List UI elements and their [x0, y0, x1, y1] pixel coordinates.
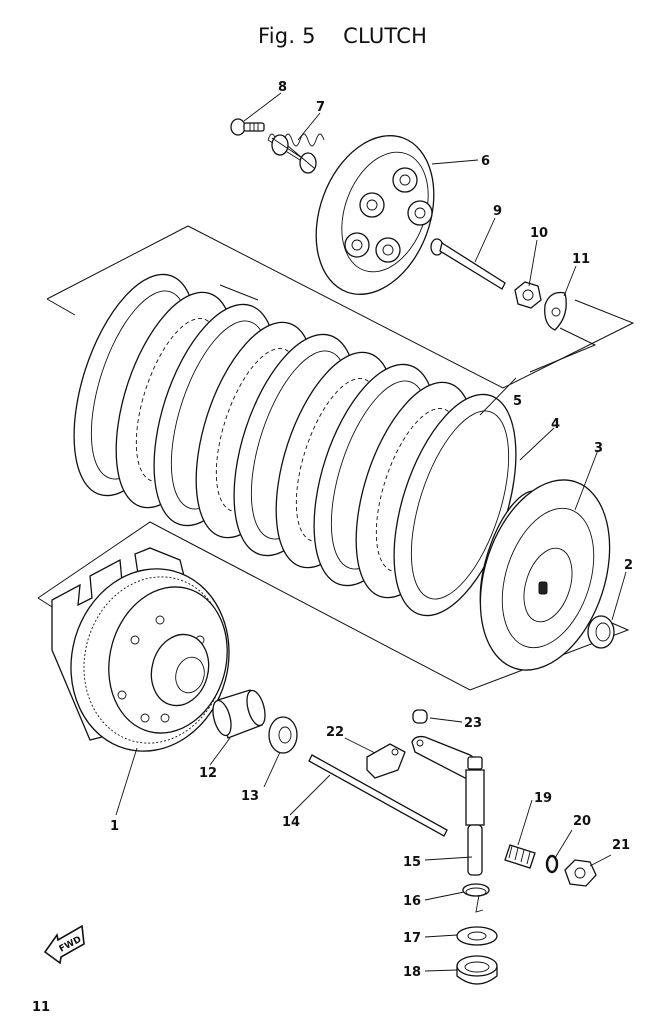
part-21-lock-nut: [564, 859, 597, 887]
part-23-cap: [412, 709, 428, 724]
leader-lines: [115, 92, 627, 972]
part-label-12: 12: [199, 766, 217, 781]
part-14-push-rod: [308, 754, 448, 837]
upper-assembly-bracket: [46, 225, 635, 389]
pressure-plate-bracket: [219, 284, 597, 373]
part-3-clutch-boss: [479, 479, 611, 671]
figure-title: Fig. 5 CLUTCH: [258, 24, 428, 48]
part-20-o-ring: [545, 854, 559, 874]
part-2-thrust-washer: [587, 615, 615, 649]
part-labels: 8 7 6 9 10 11 5 4 3 2 1 12 13 14 22 23 1…: [110, 80, 633, 980]
part-label-13: 13: [241, 789, 259, 804]
part-label-17: 17: [403, 931, 421, 946]
part-16-spring: [462, 883, 490, 913]
part-label-3: 3: [594, 441, 603, 456]
part-label-22: 22: [326, 725, 344, 740]
part-label-23: 23: [464, 716, 482, 731]
part-7-spring: [267, 133, 325, 174]
part-label-15: 15: [403, 855, 421, 870]
part-12-spacer: [212, 689, 266, 739]
part-6-pressure-plate: [315, 135, 435, 295]
part-13-washer: [268, 716, 298, 754]
part-label-14: 14: [282, 815, 300, 830]
part-9-push-rod: [430, 238, 506, 290]
part-15-push-lever-shaft: [411, 735, 485, 876]
part-label-16: 16: [403, 894, 421, 909]
fwd-direction-arrow: FWD: [43, 924, 85, 965]
part-label-4: 4: [551, 417, 560, 432]
part-1-clutch-housing: [51, 547, 230, 752]
page-number: 11: [32, 1000, 50, 1015]
part-label-20: 20: [573, 814, 591, 829]
part-label-6: 6: [481, 154, 490, 169]
part-label-9: 9: [493, 204, 502, 219]
part-label-2: 2: [624, 558, 633, 573]
part-8-bolt: [230, 118, 265, 136]
part-18-oil-seal: [456, 955, 498, 985]
clutch-plate-stack: [73, 273, 517, 617]
part-label-18: 18: [403, 965, 421, 980]
part-11-lock-washer: [544, 291, 567, 331]
part-label-19: 19: [534, 791, 552, 806]
part-17-washer: [456, 926, 498, 946]
part-label-8: 8: [278, 80, 287, 95]
part-10-nut: [514, 281, 542, 309]
part-label-11: 11: [572, 252, 590, 267]
part-22-clamp: [366, 743, 406, 779]
part-label-21: 21: [612, 838, 630, 853]
part-19-adjusting-screw: [504, 844, 536, 869]
part-label-7: 7: [316, 100, 325, 115]
part-label-10: 10: [530, 226, 548, 241]
part-label-5: 5: [513, 394, 522, 409]
part-label-1: 1: [110, 819, 119, 834]
